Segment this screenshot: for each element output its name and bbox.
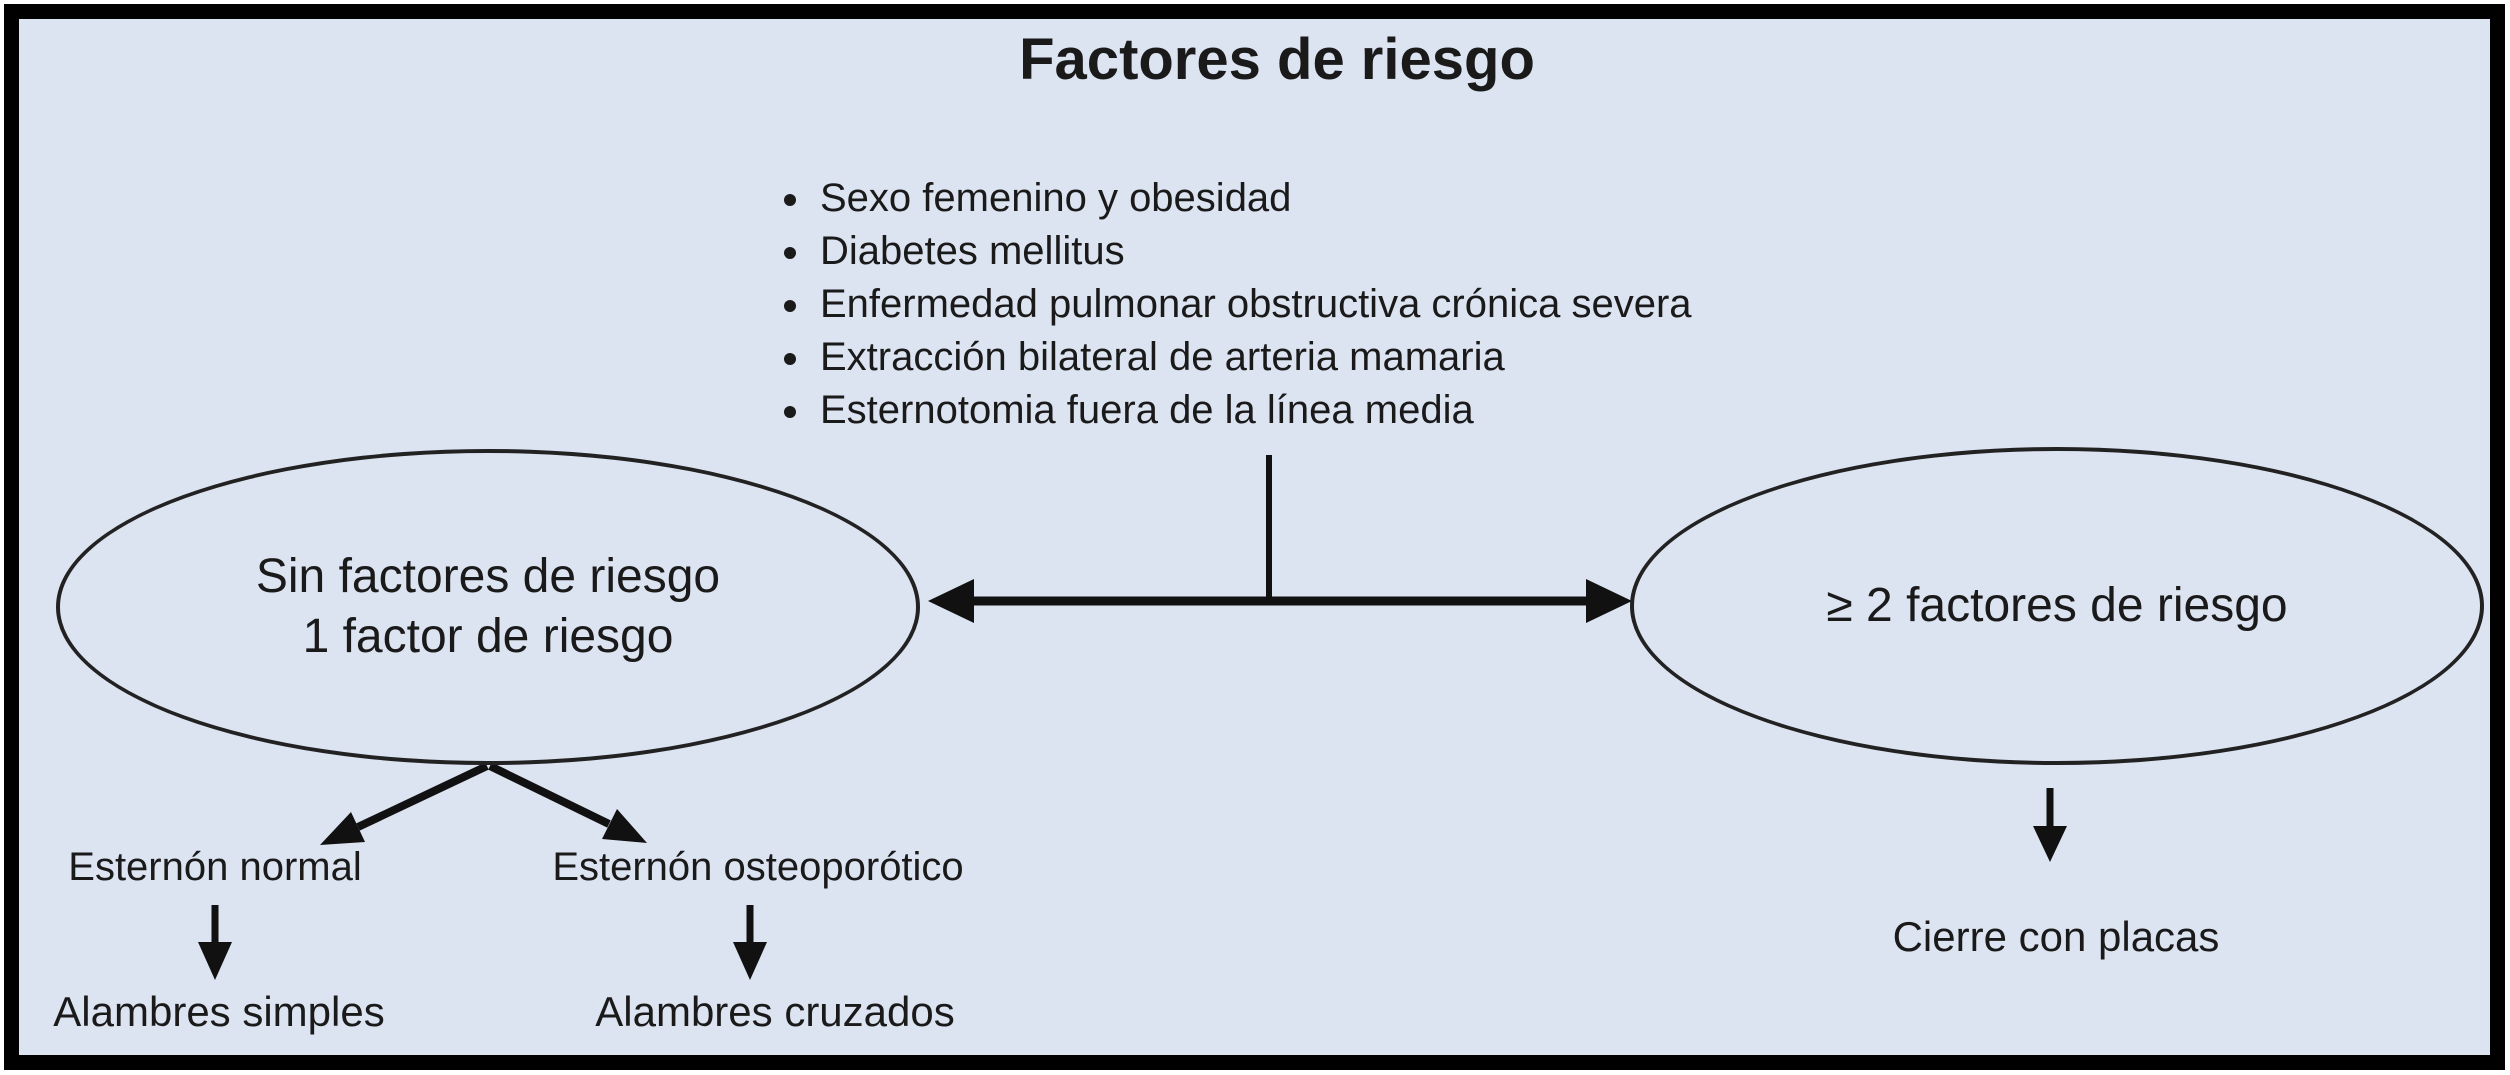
split-arrowhead-right-icon bbox=[1586, 579, 1632, 623]
risk-factor-item: Enfermedad pulmonar obstructiva crónica … bbox=[814, 278, 1692, 331]
risk-factor-list: Sexo femenino y obesidad Diabetes mellit… bbox=[772, 172, 1692, 437]
arrow-osteo-to-cruzados-head-icon bbox=[733, 942, 767, 980]
diagram-title: Factores de riesgo bbox=[1019, 27, 1535, 92]
low-risk-line2: 1 factor de riesgo bbox=[302, 610, 674, 663]
risk-factor-item: Diabetes mellitus bbox=[814, 225, 1692, 278]
arrow-highrisk-to-placas-head-icon bbox=[2033, 826, 2067, 862]
arrow-normal-to-simples-head-icon bbox=[198, 942, 232, 980]
high-risk-label: ≥ 2 factores de riesgo bbox=[1826, 579, 2288, 632]
risk-factor-item: Esternotomia fuera de la línea media bbox=[814, 384, 1692, 437]
label-esternon-osteoporotico: Esternón osteoporótico bbox=[552, 845, 964, 889]
split-arrowhead-left-icon bbox=[928, 579, 974, 623]
arrow-to-osteoporotic-head-icon bbox=[602, 809, 647, 843]
node-high-risk-ellipse: ≥ 2 factores de riesgo bbox=[1630, 447, 2484, 765]
arrow-to-osteoporotic-shaft bbox=[488, 762, 611, 828]
label-esternon-normal: Esternón normal bbox=[68, 845, 362, 889]
risk-factor-item: Sexo femenino y obesidad bbox=[814, 172, 1692, 225]
label-alambres-cruzados: Alambres cruzados bbox=[595, 988, 955, 1035]
risk-factor-item: Extracción bilateral de arteria mamaria bbox=[814, 331, 1692, 384]
label-alambres-simples: Alambres simples bbox=[53, 988, 385, 1035]
label-cierre-con-placas: Cierre con placas bbox=[1892, 913, 2220, 960]
low-risk-line1: Sin factores de riesgo bbox=[255, 550, 721, 603]
arrow-to-normal-head-icon bbox=[320, 812, 365, 845]
arrow-to-normal-shaft bbox=[356, 762, 489, 831]
node-low-risk-ellipse: Sin factores de riesgo 1 factor de riesg… bbox=[56, 449, 920, 765]
